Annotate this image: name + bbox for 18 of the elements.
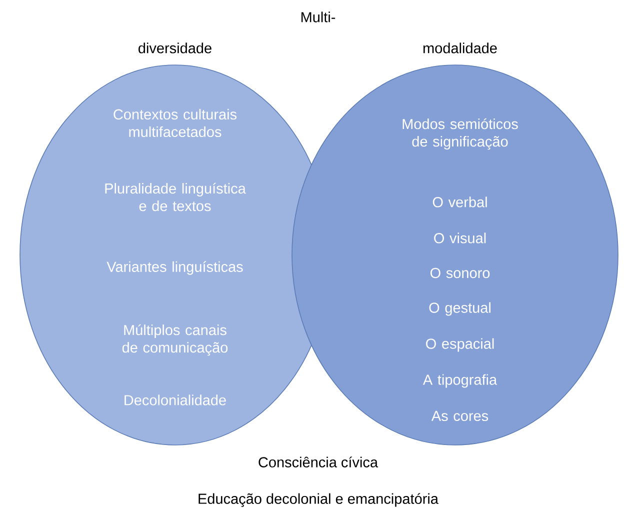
item-text: O sonoro — [430, 268, 490, 278]
item-text: Decolonialidade — [124, 394, 226, 406]
item-text: Contextos culturais multifacetados — [114, 108, 237, 138]
item-text: Variantes linguísticas — [106, 261, 243, 275]
caption-text: Consciência cívica — [258, 456, 378, 468]
caption-text: Educação decolonial e emancipatória — [198, 493, 438, 507]
item-text: A tipografia — [422, 374, 498, 388]
circle-heading: diversidade — [138, 42, 212, 54]
circle-heading: modalidade — [423, 42, 497, 54]
item-text: O gestual — [429, 302, 490, 316]
item-text: Múltiplos canais de comunicação — [122, 324, 228, 356]
caption-text: Multi- — [301, 12, 336, 22]
item-text: O espacial — [426, 338, 494, 352]
item-text: Modos semióticos de significação — [402, 118, 518, 150]
item-text: Pluralidade linguística e de textos — [105, 182, 246, 212]
item-text: O visual — [434, 232, 486, 244]
item-text: As cores — [431, 410, 488, 422]
item-text: O verbal — [432, 196, 487, 208]
